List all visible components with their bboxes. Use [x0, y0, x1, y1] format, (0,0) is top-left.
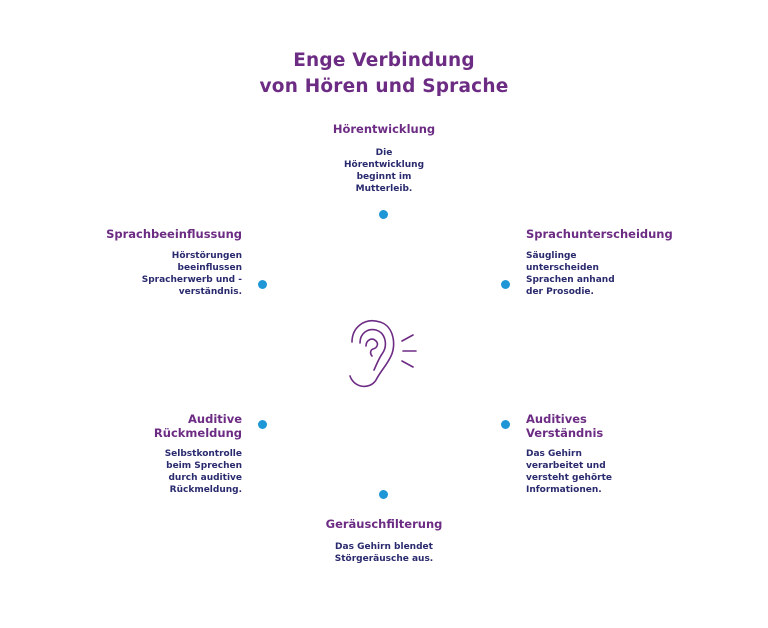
node-top-body: Die Hörentwicklung beginnt im Mutterleib…: [343, 148, 425, 194]
node-upper-left-heading: Sprachbeeinflussung: [106, 227, 242, 241]
title-line-2: von Hören und Sprache: [259, 76, 509, 97]
node-bottom-dot: [379, 490, 388, 499]
node-lower-left-dot: [258, 420, 267, 429]
ear-icon: [349, 320, 417, 388]
node-upper-right-body: Säuglinge unterscheiden Sprachen anhand …: [526, 251, 615, 297]
node-lower-right-body: Das Gehirn verarbeitet und versteht gehö…: [526, 449, 612, 495]
node-upper-right-dot: [501, 280, 510, 289]
node-upper-right-heading: Sprachunterscheidung: [526, 227, 673, 241]
diagram-title: Enge Verbindung von Hören und Sprache: [0, 48, 768, 100]
node-upper-left-body: Hörstörungen beeinflussen Spracherwerb u…: [141, 251, 242, 297]
node-lower-right-dot: [501, 420, 510, 429]
node-lower-right-heading: Auditives Verständnis: [526, 412, 604, 440]
title-line-1: Enge Verbindung: [293, 50, 475, 71]
node-lower-left-body: Selbstkontrolle beim Sprechen durch audi…: [164, 449, 242, 495]
node-top-dot: [379, 210, 388, 219]
node-bottom-body: Das Gehirn blendet Störgeräusche aus.: [334, 542, 434, 564]
node-upper-left-dot: [258, 280, 267, 289]
node-top-heading: Hörentwicklung: [332, 122, 436, 136]
node-lower-left-heading: Auditive Rückmeldung: [153, 412, 242, 440]
node-bottom-heading: Geräuschfilterung: [325, 517, 443, 531]
